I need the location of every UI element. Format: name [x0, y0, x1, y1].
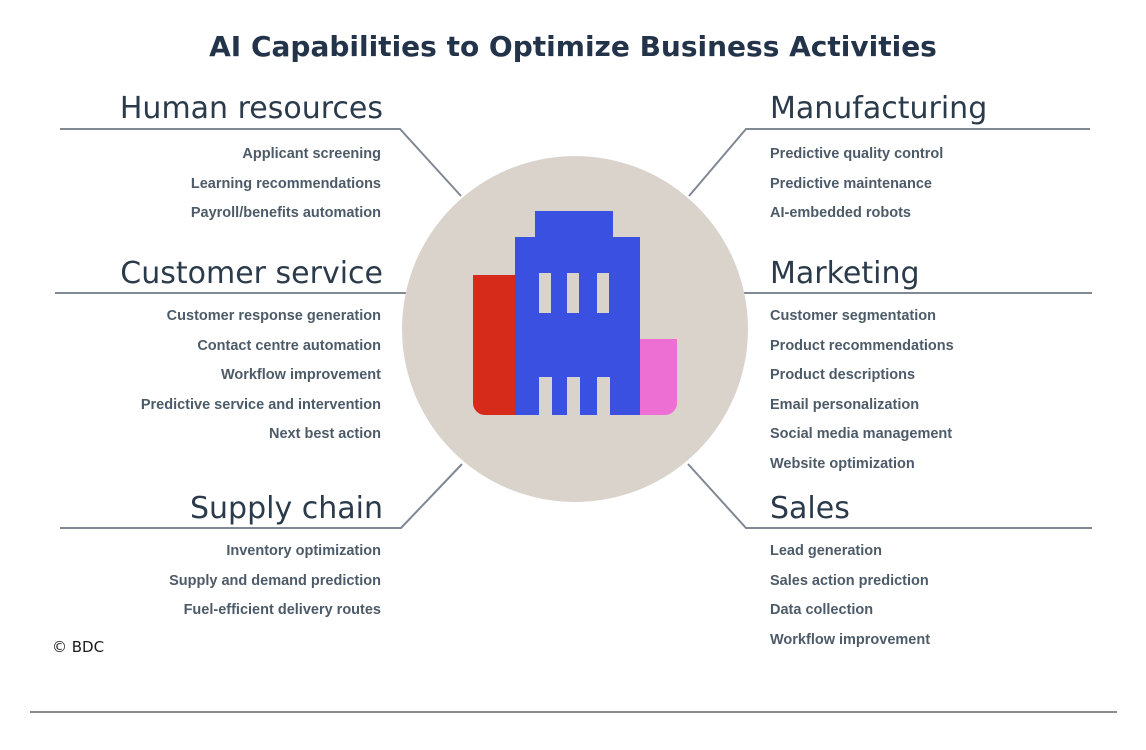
section-heading: Manufacturing — [770, 91, 988, 126]
capability-item: Payroll/benefits automation — [190, 205, 381, 221]
connector-supply-chain — [60, 463, 463, 529]
capability-item: Product descriptions — [770, 367, 916, 383]
connector-sales — [687, 463, 1092, 529]
section-customer-service: Customer service Customer response gener… — [55, 255, 403, 450]
section-heading: Supply chain — [189, 491, 383, 526]
capability-item: Supply and demand prediction — [169, 572, 381, 589]
capability-item: Product recommendations — [770, 337, 954, 354]
capability-item: Predictive quality control — [770, 146, 944, 162]
building-window — [539, 273, 551, 313]
capability-item: Social media management — [770, 426, 953, 442]
capability-item: Next best action — [269, 426, 381, 442]
connector-manufacturing — [688, 128, 1090, 197]
capability-item: Email personalization — [770, 396, 920, 413]
capability-item: Fuel-efficient delivery routes — [183, 602, 381, 618]
capability-item: Customer response generation — [166, 308, 381, 324]
capability-item: Workflow improvement — [770, 631, 931, 648]
capability-item: Workflow improvement — [220, 367, 381, 383]
capability-item: Predictive maintenance — [770, 175, 932, 192]
diagram-title: AI Capabilities to Optimize Business Act… — [209, 30, 937, 63]
capability-item: Data collection — [770, 602, 874, 618]
capability-item: AI-embedded robots — [770, 205, 911, 221]
copyright-label: © BDC — [52, 638, 105, 656]
section-heading: Sales — [770, 491, 850, 526]
building-pink-block — [640, 339, 677, 415]
section-heading: Customer service — [120, 256, 383, 291]
building-door-slit — [567, 377, 580, 415]
center-circle — [402, 156, 748, 502]
building-red-block — [473, 275, 515, 415]
capability-item: Applicant screening — [242, 146, 381, 162]
building-window — [567, 273, 579, 313]
building-door-slit — [597, 377, 610, 415]
capability-item: Customer segmentation — [770, 308, 936, 324]
capability-item: Contact centre automation — [197, 337, 381, 354]
section-heading: Human resources — [119, 91, 383, 126]
capability-item: Inventory optimization — [226, 543, 381, 559]
section-manufacturing: Manufacturing Predictive quality control… — [748, 90, 1108, 229]
capability-item: Learning recommendations — [190, 175, 381, 192]
building-door-slit — [539, 377, 552, 415]
capability-item: Sales action prediction — [770, 572, 929, 589]
capability-item: Website optimization — [770, 455, 915, 472]
capability-item: Lead generation — [770, 543, 882, 559]
capability-item: Predictive service and intervention — [140, 396, 381, 413]
section-heading: Marketing — [770, 256, 920, 291]
connector-human-resources — [60, 128, 462, 197]
building-window — [597, 273, 609, 313]
